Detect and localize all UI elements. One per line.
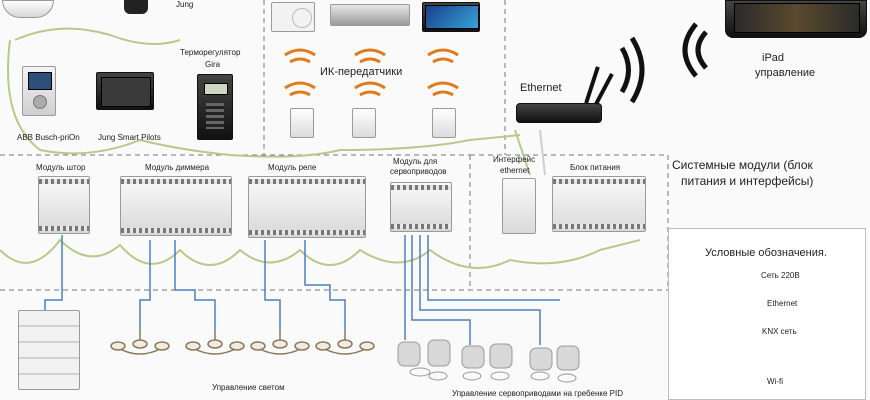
label-servo-module-line2: сервоприводов [390, 167, 447, 176]
power-line [174, 240, 216, 330]
legend-item-wifi: Wi-fi [767, 377, 783, 386]
legend-item-knx: KNX сеть [762, 327, 797, 336]
ipad-device [725, 0, 867, 38]
av-receiver [330, 4, 410, 26]
legend-item-power: Сеть 220В [761, 271, 800, 280]
servo-actuators [397, 339, 580, 383]
power-line [419, 235, 541, 345]
legend-item-ethernet: Ethernet [767, 299, 798, 308]
ir-transmitter-1 [290, 108, 314, 138]
air-conditioner [271, 2, 315, 32]
label-ethernet: Ethernet [520, 82, 562, 94]
label-ir-transmitters: ИК-передатчики [320, 66, 403, 78]
label-ipad-line2: управление [755, 67, 816, 79]
label-servo-module-line1: Модуль для [393, 157, 438, 166]
legend-box: Условные обозначения. Сеть 220В Ethernet… [668, 228, 866, 400]
label-system-modules-line1: Системные модули (блок [672, 158, 813, 172]
label-jung: Jung [176, 0, 194, 9]
label-thermostat-line2: Gira [205, 60, 221, 69]
tv [422, 2, 480, 32]
chandelier-group [110, 330, 375, 355]
legend-title: Условные обозначения. [705, 247, 827, 259]
power-line [139, 240, 151, 330]
label-light-control: Управление светом [212, 383, 285, 392]
power-supply-module [552, 176, 646, 232]
label-jung-smart: Jung Smart Pilots [98, 133, 161, 142]
label-relay-module: Модуль реле [268, 163, 317, 172]
power-line [427, 235, 560, 301]
ir-transmitter-3 [432, 108, 456, 138]
label-power-supply: Блок питания [570, 163, 621, 172]
label-abb: ABB Busch-priOn [17, 133, 80, 142]
power-line [44, 235, 63, 310]
jung-smart-pilot [96, 72, 154, 110]
knx-link [514, 129, 531, 176]
ethernet-link [539, 129, 546, 176]
wifi-ipad-icon [682, 22, 708, 78]
servo-module [390, 182, 452, 232]
relay-module [248, 176, 366, 238]
label-ipad-line1: iPad [762, 52, 785, 64]
wifi-router-icon [619, 36, 645, 104]
ir-transmitter-2 [352, 108, 376, 138]
power-line [411, 235, 471, 345]
knx-bus [0, 238, 641, 269]
abb-knob [33, 95, 47, 109]
label-servo-control: Управление сервоприводами на гребенке PI… [452, 389, 623, 398]
label-iface-line1: Интерфейс [493, 155, 536, 164]
label-dimmer-module: Модуль диммера [145, 163, 210, 172]
ir-waves [284, 48, 459, 97]
label-blinds-module: Модуль штор [36, 163, 86, 172]
label-iface-line2: ethernet [500, 166, 530, 175]
knx-bus-top [14, 27, 181, 45]
abb-priOn-panel [22, 66, 56, 116]
gira-thermostat [197, 74, 233, 140]
blinds-module [38, 176, 90, 234]
ethernet-interface-module [502, 178, 536, 234]
knx-bus-upper [7, 39, 521, 158]
power-line [264, 240, 281, 330]
label-system-modules-line2: питания и интерфейсы) [681, 174, 814, 188]
label-thermostat-line1: Терморегулятор [180, 48, 241, 57]
power-line [304, 240, 346, 330]
jung-device-icon [124, 0, 148, 14]
ethernet-router [516, 103, 602, 123]
dimmer-module [120, 176, 232, 236]
roman-blind [18, 310, 80, 390]
